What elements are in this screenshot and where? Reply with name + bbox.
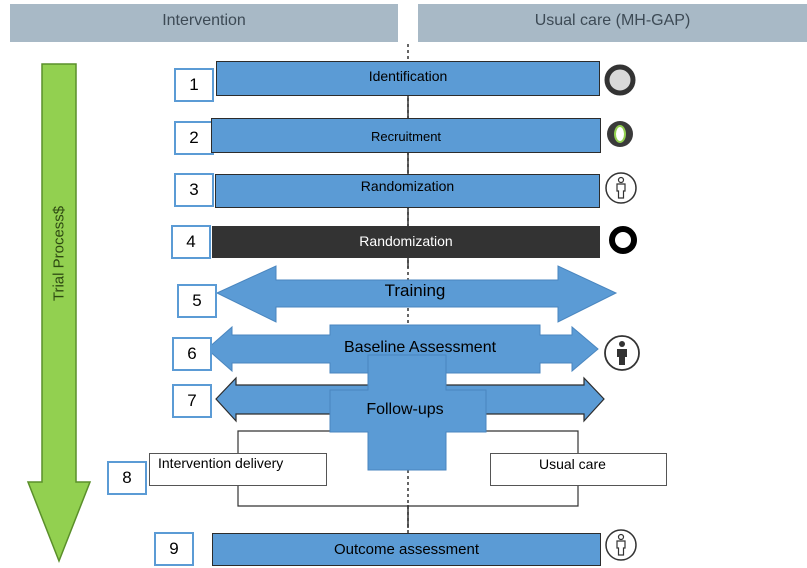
step-number-9: 9 bbox=[154, 532, 194, 566]
person-circle-icon bbox=[605, 529, 637, 561]
usual-care-box: Usual care bbox=[490, 453, 667, 486]
baseline-assessment-arrow bbox=[206, 324, 599, 374]
training-arrow bbox=[215, 265, 618, 323]
step-number-2: 2 bbox=[174, 121, 214, 155]
training-label: Training bbox=[384, 281, 446, 300]
person-circle-icon bbox=[605, 172, 637, 204]
grey-filled-circle-icon bbox=[604, 64, 636, 96]
step-number-6: 6 bbox=[172, 337, 212, 371]
recruitment-bar: Recruitment bbox=[211, 118, 601, 153]
baseline-assessment-label: Baseline Assessment bbox=[343, 339, 497, 356]
black-ring-icon bbox=[609, 226, 637, 254]
randomization-dark-bar: Randomization bbox=[212, 226, 600, 258]
step-number-7: 7 bbox=[172, 384, 212, 418]
follow-ups-label: Follow-ups bbox=[366, 401, 444, 418]
step-number-4: 4 bbox=[171, 225, 211, 259]
header-intervention: Intervention bbox=[10, 4, 398, 42]
randomization-bar: Randomization bbox=[215, 174, 600, 208]
step-number-8: 8 bbox=[107, 461, 147, 495]
step-number-1: 1 bbox=[174, 68, 214, 102]
follow-ups-cross bbox=[329, 354, 487, 471]
header-usual-care: Usual care (MH-GAP) bbox=[418, 4, 807, 42]
outcome-assessment-bar: Outcome assessment bbox=[212, 533, 601, 566]
step-number-5: 5 bbox=[177, 284, 217, 318]
green-oval-ring-icon bbox=[607, 121, 633, 147]
trial-process-label: Trial Process$ bbox=[50, 205, 68, 302]
step-number-3: 3 bbox=[174, 173, 214, 207]
person-circle-icon bbox=[604, 335, 640, 371]
intervention-delivery-box: Intervention delivery bbox=[149, 453, 327, 486]
identification-bar: Identification bbox=[216, 61, 600, 96]
trial-process-arrow bbox=[26, 63, 92, 564]
